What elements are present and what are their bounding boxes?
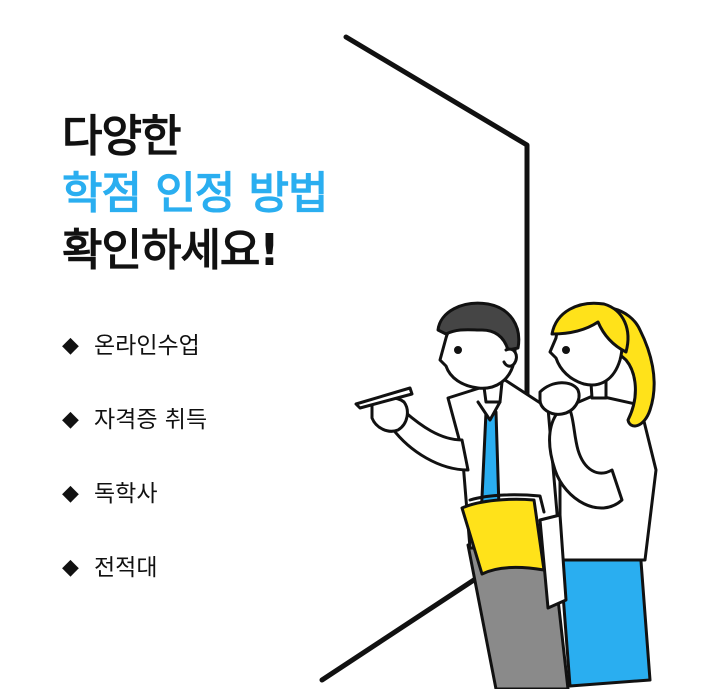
man-ear xyxy=(502,347,518,368)
man-collar xyxy=(476,400,502,422)
headline: 다양한 학점 인정 방법 확인하세요! xyxy=(62,108,329,279)
headline-line-1: 다양한 xyxy=(62,111,181,162)
man-eye xyxy=(454,346,462,354)
method-label: 온라인수업 xyxy=(94,333,200,359)
pen-icon xyxy=(354,386,414,410)
man-hair xyxy=(436,301,521,352)
diamond-bullet-icon: ◆ xyxy=(62,407,79,432)
method-item-transfer: ◆ 전적대 xyxy=(62,554,207,628)
wall-line xyxy=(319,34,530,683)
method-item-self-study: ◆ 독학사 xyxy=(62,480,207,554)
diamond-bullet-icon: ◆ xyxy=(62,481,79,506)
woman-eye xyxy=(562,346,570,354)
method-item-online: ◆ 온라인수업 xyxy=(62,332,207,406)
method-item-certificate: ◆ 자격증 취득 xyxy=(62,406,207,480)
method-list: ◆ 온라인수업 ◆ 자격증 취득 ◆ 독학사 ◆ 전적대 xyxy=(62,332,207,628)
diamond-bullet-icon: ◆ xyxy=(62,555,79,580)
yellow-paper-back xyxy=(468,493,546,514)
headline-line-2-highlight: 학점 인정 방법 xyxy=(62,168,329,219)
woman-skirt xyxy=(558,546,652,688)
method-label: 독학사 xyxy=(94,481,158,507)
method-label: 전적대 xyxy=(94,555,158,581)
woman-hand xyxy=(538,381,581,416)
woman-hair-back xyxy=(572,305,656,428)
method-label: 자격증 취득 xyxy=(94,407,208,433)
diamond-bullet-icon: ◆ xyxy=(62,333,79,358)
woman-arm xyxy=(548,408,624,510)
woman-hair-fringe xyxy=(550,301,630,354)
headline-line-3: 확인하세요! xyxy=(62,225,279,276)
woman-sleeve xyxy=(538,513,568,610)
